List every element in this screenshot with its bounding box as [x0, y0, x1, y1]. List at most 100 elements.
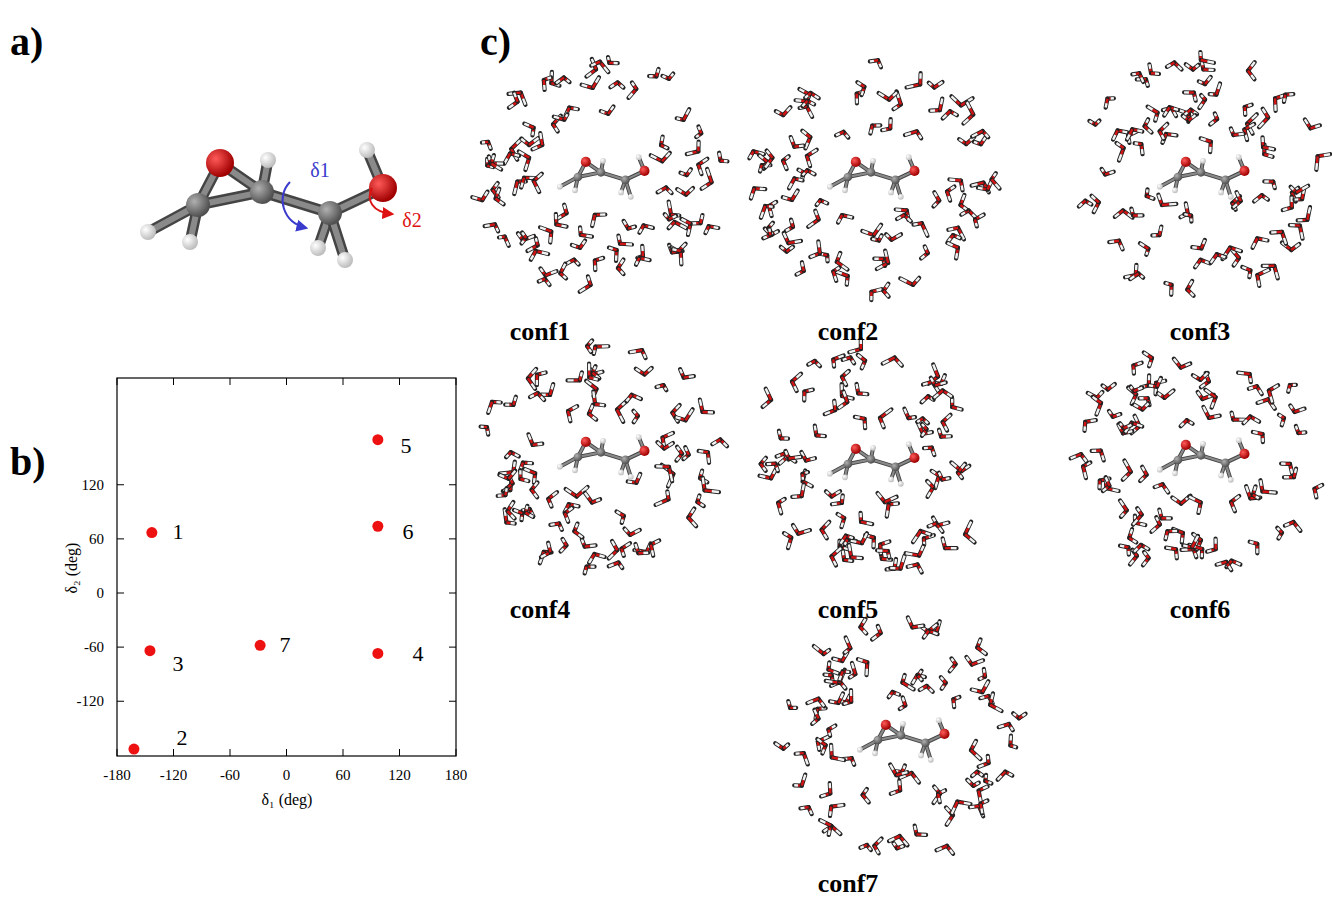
water-bond [1127, 134, 1130, 139]
water-bond [587, 346, 591, 352]
water-bond [807, 156, 809, 161]
water-bond [802, 262, 804, 271]
water-bond [1289, 93, 1293, 96]
water-bond [564, 114, 567, 119]
water-bond [1315, 125, 1320, 127]
water-bond [1234, 262, 1237, 266]
water-bond [1092, 196, 1096, 199]
atom [1157, 184, 1163, 190]
water-bond [543, 85, 546, 90]
water-bond [1094, 207, 1097, 212]
water-bond [949, 178, 955, 181]
water-bond [636, 350, 642, 351]
water-bond [886, 294, 889, 297]
water-bond [811, 172, 815, 174]
tick [230, 749, 231, 756]
water-bond [658, 187, 666, 192]
water-bond [1178, 66, 1182, 70]
tick [286, 749, 287, 756]
water-bond [686, 109, 689, 114]
water-bond [641, 251, 644, 256]
water-bond [761, 212, 763, 218]
water-bond [522, 232, 526, 238]
water-bond [1201, 244, 1203, 248]
water-bond [862, 231, 868, 233]
water-bond [918, 222, 922, 225]
water-bond [548, 499, 551, 507]
water-bond [983, 138, 985, 141]
water-bond [626, 243, 632, 246]
water-bond [592, 391, 595, 397]
water-bond [708, 411, 713, 414]
water-bond [509, 471, 515, 479]
water-bond [703, 411, 708, 414]
water-bond [934, 192, 939, 200]
water-bond [696, 142, 700, 152]
water-bond [759, 168, 762, 171]
water-bond [656, 385, 659, 388]
water-bond [911, 131, 917, 133]
water-bond [705, 490, 719, 492]
water-bond [1291, 244, 1299, 250]
water-bond [981, 138, 985, 145]
water-bond [581, 234, 587, 237]
water-bond [1249, 124, 1254, 127]
water-bond [1127, 129, 1132, 139]
water-bond [948, 229, 953, 230]
water-bond [1141, 149, 1144, 154]
water-bond [538, 443, 543, 446]
water-bond [869, 130, 872, 134]
water-bond [1115, 214, 1119, 217]
water-bond [937, 196, 939, 200]
water-bond [614, 62, 618, 65]
tick [117, 749, 118, 756]
water-bond [1264, 154, 1268, 155]
tick [343, 378, 344, 385]
water-bond [533, 444, 543, 445]
water-bond [495, 183, 498, 186]
water-bond [1199, 104, 1202, 108]
water-bond [686, 415, 690, 421]
water-bond [925, 246, 927, 249]
water-bond [634, 86, 636, 89]
water-bond [1203, 97, 1205, 99]
atom [618, 190, 624, 196]
water-bond [644, 259, 649, 260]
water-bond [638, 258, 640, 261]
water-bond [482, 196, 485, 200]
water-bond [896, 234, 901, 237]
water-bond [1189, 91, 1194, 94]
water-bond [556, 78, 564, 84]
water-bond [655, 540, 659, 542]
water-bond [515, 454, 519, 456]
atom [851, 157, 861, 167]
water-bond [609, 62, 613, 65]
water-bond [1193, 67, 1196, 69]
water-bond [842, 266, 847, 270]
water-bond [846, 135, 848, 138]
water-bond [874, 225, 881, 235]
water-bond [648, 227, 653, 228]
atom [867, 168, 876, 177]
water-bond [1186, 203, 1187, 208]
water-bond [886, 284, 888, 288]
water-bond [610, 85, 614, 87]
water-bond [661, 438, 664, 443]
water-bond [689, 169, 691, 172]
water-bond [638, 474, 640, 478]
data-point [128, 744, 139, 755]
water-bond [1216, 89, 1218, 95]
water-bond [1264, 179, 1273, 183]
water-bond [1201, 138, 1211, 141]
water-bond [609, 554, 613, 558]
water-bond [1188, 214, 1191, 217]
water-bond [523, 178, 524, 183]
water-bond [525, 506, 528, 509]
water-bond [609, 248, 617, 250]
water-bond [699, 451, 708, 452]
water-bond [585, 545, 596, 546]
water-bond [1144, 246, 1148, 249]
water-bond [818, 200, 820, 202]
water-bond [556, 224, 566, 226]
water-bond [700, 215, 703, 219]
